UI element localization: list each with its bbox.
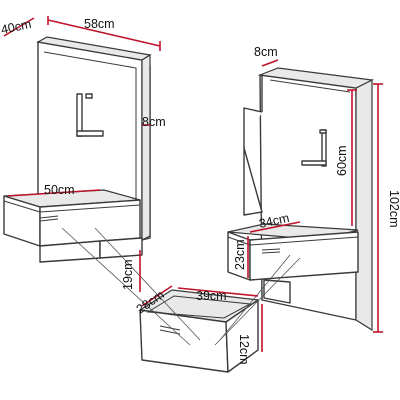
drawer-detail — [61, 227, 301, 373]
left-unit — [3, 36, 152, 263]
coat-hook-icon — [76, 93, 104, 137]
label-shelf-height: 23cm — [233, 239, 247, 270]
dimension-labels: 40cm 58cm 8cm 50cm 19cm 28cm 39cm 12cm 8… — [0, 17, 400, 365]
label-panel-thickness-left: 8cm — [142, 115, 166, 129]
right-unit — [227, 67, 375, 332]
right-drawer-front — [249, 231, 359, 281]
label-total-height: 102cm — [387, 190, 400, 228]
label-panel-thickness-right: 8cm — [254, 45, 278, 59]
label-drawer-width: 39cm — [196, 289, 227, 303]
label-shelf-depth: 34cm — [258, 211, 291, 231]
label-drawer-height: 12cm — [237, 334, 251, 365]
label-shelf-width: 50cm — [44, 183, 75, 197]
label-panel-height: 60cm — [335, 145, 349, 176]
label-width-top: 58cm — [84, 17, 115, 31]
label-shelf-drop: 19cm — [121, 259, 135, 290]
dimension-lines — [3, 16, 383, 352]
coat-hook-icon — [301, 129, 327, 167]
label-depth-top: 40cm — [0, 17, 33, 37]
